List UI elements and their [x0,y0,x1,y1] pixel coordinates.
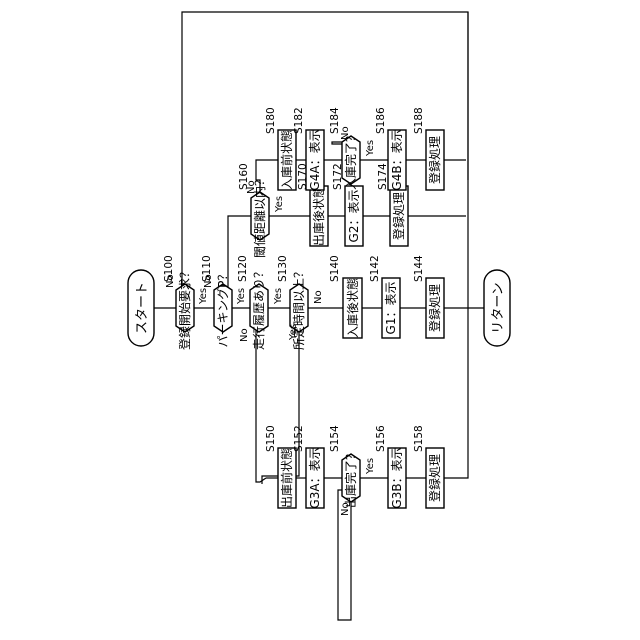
no-label-s184: No [340,126,351,140]
yes-label-s110: Yes [236,288,247,305]
process-s156-label: G3B：表示 [390,447,404,508]
process-s158: 登録処理 S158 [413,425,444,508]
process-s188-label: 登録処理 [427,136,442,184]
step-id-s120: S120 [237,255,249,282]
flowchart-body: スタート リターン 登録開始要求？ S100 パーキングP？ S110 走行履歴… [128,12,510,620]
process-s180-label: 入庫前状態 [279,130,294,190]
process-s144-label: 登録処理 [427,284,442,332]
decision-s154: 出庫完了？ S154 [329,425,360,508]
process-s182-label: G4A：表示 [308,129,322,190]
process-s150: 出庫前状態 S150 [265,425,296,508]
step-id-s130: S130 [277,255,289,282]
no-label-s160: No [246,180,257,194]
yes-label-s100: Yes [198,288,209,305]
process-s158-label: 登録処理 [427,454,442,502]
decision-s100-label: 登録開始要求？ [177,266,192,350]
yes-label-s184: Yes [365,140,376,157]
process-s186-label: G4B：表示 [390,129,404,190]
step-id-s154: S154 [329,425,341,452]
decision-s120-label: 走行履歴あり？ [252,266,266,350]
step-id-s142: S142 [369,255,381,282]
process-s152-label: G3A：表示 [308,447,322,508]
yes-label-s130: Yes [288,324,299,341]
no-label-s130: No [313,290,324,304]
decision-s160: 閾値距離以内？ S160 [238,163,269,258]
step-id-s182: S182 [293,107,305,134]
start-terminal: スタート [128,270,154,346]
process-s156: G3B：表示 S156 [375,425,406,509]
return-terminal-label: リターン [491,282,506,333]
return-terminal: リターン [484,270,510,346]
process-s152: G3A：表示 S152 [293,425,324,508]
step-id-s144: S144 [413,255,425,282]
process-s140: 入庫後状態 S140 [329,255,362,338]
process-s150-label: 出庫前状態 [279,448,294,508]
no-label-s154: No [340,502,351,516]
step-id-s152: S152 [293,425,305,452]
step-id-s156: S156 [375,425,387,452]
start-terminal-label: スタート [135,282,150,334]
step-id-s140: S140 [329,255,341,282]
yes-label-s160: Yes [274,196,285,213]
process-s140-label: 入庫後状態 [345,278,360,338]
decision-s100: 登録開始要求？ S100 [163,255,194,350]
step-id-s150: S150 [265,425,277,452]
step-id-s158: S158 [413,425,425,452]
process-s172-label: G2：表示 [347,190,361,243]
step-id-s174: S174 [377,163,389,190]
step-id-s186: S186 [375,107,387,134]
no-label-s100: No [165,274,176,288]
no-label-s120: No [239,328,250,342]
process-s144: 登録処理 S144 [413,255,444,338]
process-s174-label: 登録処理 [391,192,406,240]
yes-label-s120: Yes [273,288,284,305]
step-id-s180: S180 [265,107,277,134]
process-s180: 入庫前状態 S180 [265,107,296,190]
process-s188: 登録処理 S188 [413,107,444,190]
no-label-s110: No [203,274,214,288]
decision-s154-label: 出庫完了？ [343,448,358,508]
decision-s110-label: パーキングP？ [216,269,230,348]
process-s170-label: 出庫後状態 [311,186,326,246]
process-s142: G1：表示 S142 [369,255,400,338]
yes-label-s154: Yes [365,458,376,475]
step-id-s188: S188 [413,107,425,134]
process-s142-label: G1：表示 [384,282,398,335]
